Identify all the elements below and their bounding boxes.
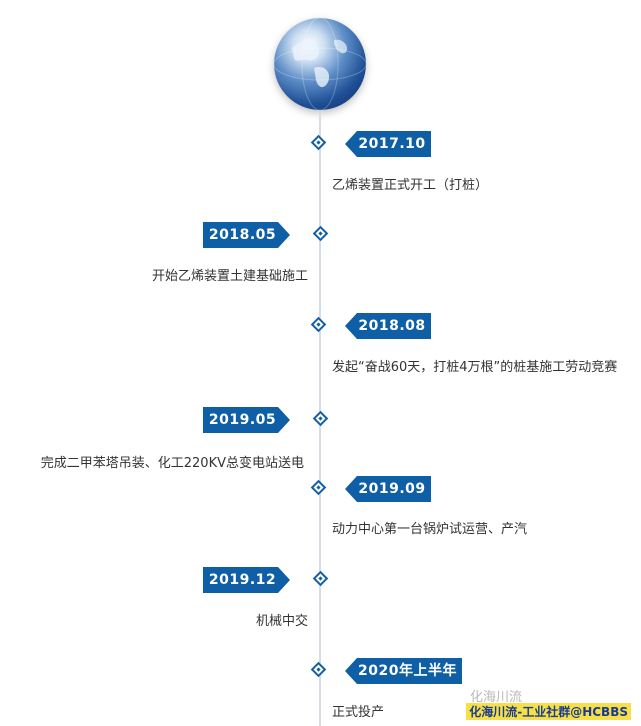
diamond-node-icon xyxy=(312,570,329,587)
date-tag: 2020年上半年 xyxy=(345,658,462,684)
event-text: 动力中心第一台锅炉试运营、产汽 xyxy=(332,522,528,537)
globe-icon xyxy=(274,18,366,110)
diamond-node-icon xyxy=(310,316,327,333)
diamond-node-icon xyxy=(310,134,327,151)
date-tag: 2018.08 xyxy=(345,313,431,339)
event-text: 正式投产 xyxy=(332,705,385,720)
date-tag: 2019.12 xyxy=(203,567,290,593)
diamond-node-icon xyxy=(312,410,329,427)
event-text: 完成二甲苯塔吊装、化工220KV总变电站送电 xyxy=(40,456,304,471)
event-text: 乙烯装置正式开工（打桩） xyxy=(332,178,489,193)
date-tag: 2019.05 xyxy=(203,407,290,433)
date-tag: 2018.05 xyxy=(203,222,290,248)
date-tag: 2017.10 xyxy=(345,131,431,157)
diamond-node-icon xyxy=(310,661,327,678)
diamond-node-icon xyxy=(310,479,327,496)
event-text: 开始乙烯装置土建基础施工 xyxy=(151,269,308,284)
event-text: 机械中交 xyxy=(255,614,308,629)
diamond-node-icon xyxy=(312,225,329,242)
event-text: 发起“奋战60天，打桩4万根”的桩基施工劳动竞赛 xyxy=(332,360,618,375)
watermark: 化海川流-工业社群@HCBBS xyxy=(466,703,631,720)
date-tag: 2019.09 xyxy=(345,476,431,502)
watermark-faint: 化海川流 xyxy=(470,690,523,705)
